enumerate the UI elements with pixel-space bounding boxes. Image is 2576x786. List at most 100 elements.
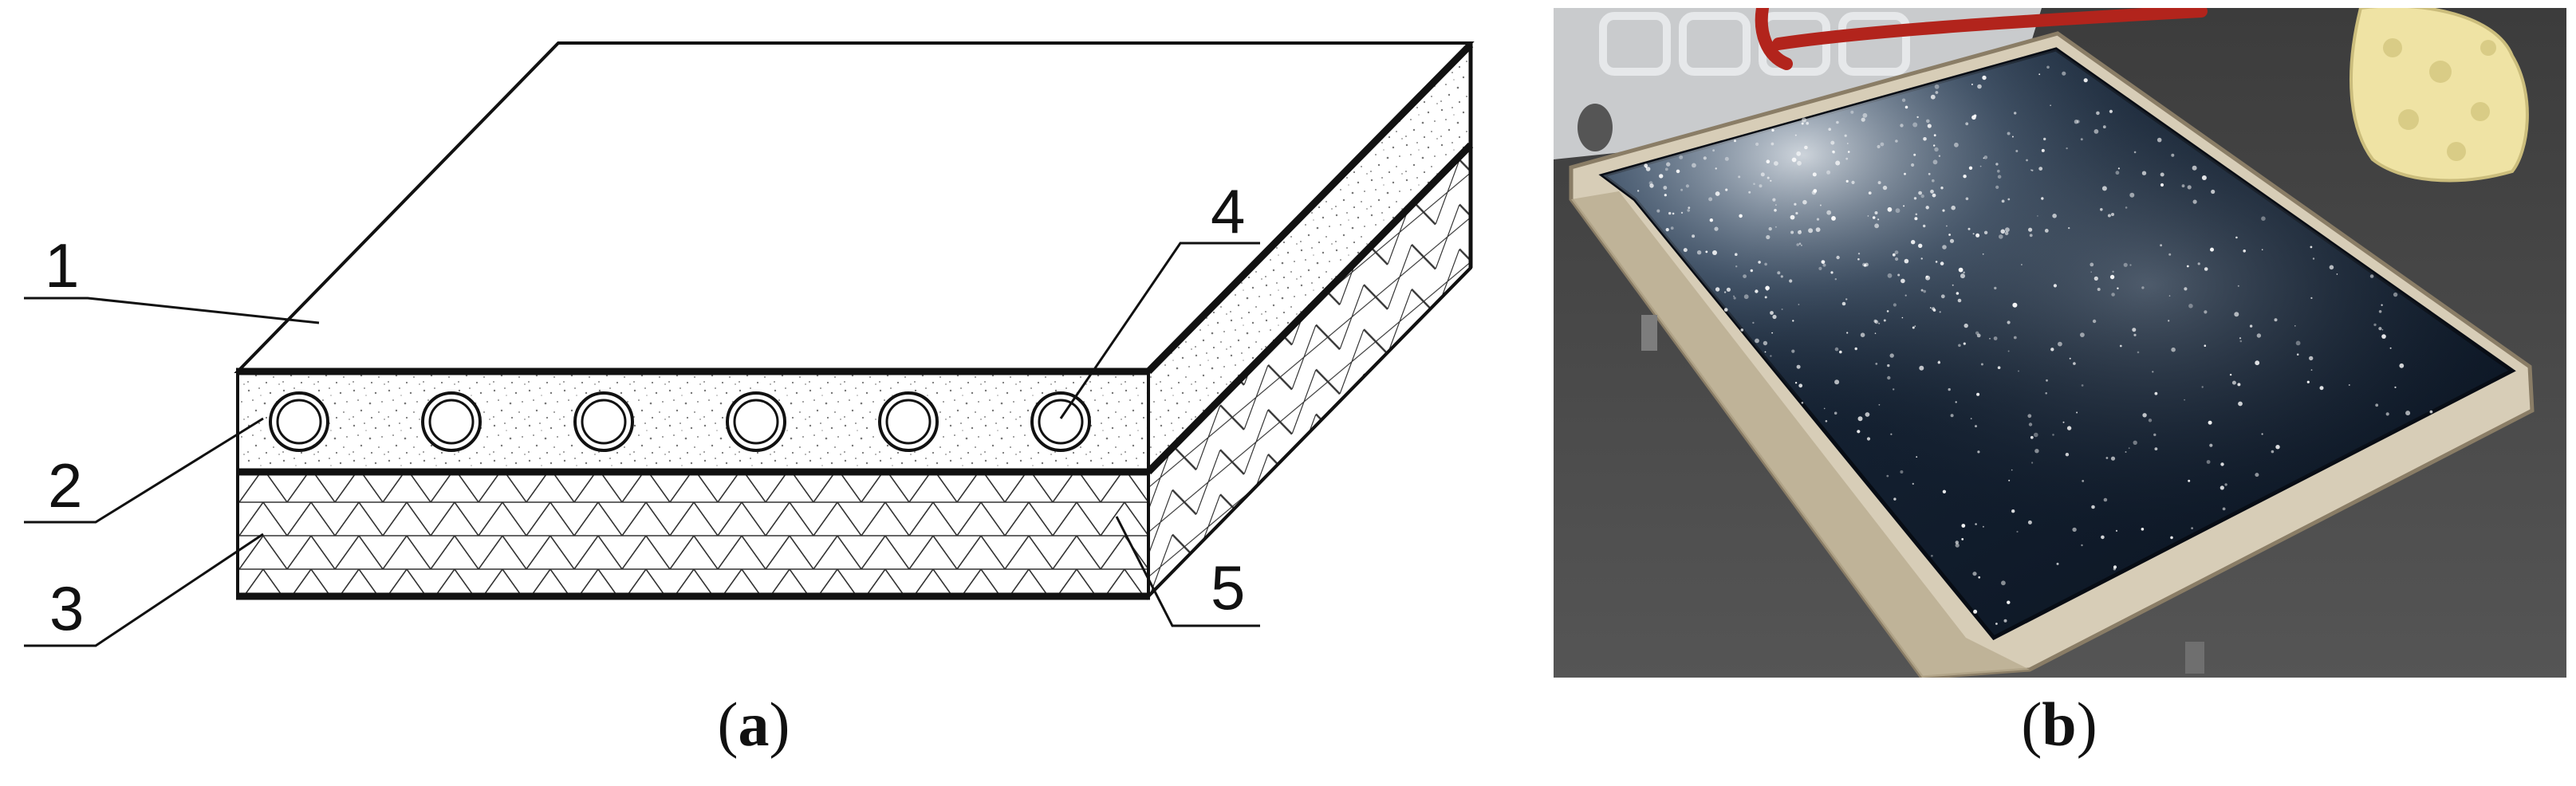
- sparkle: [1946, 225, 1948, 227]
- sparkle: [2394, 386, 2397, 388]
- sparkle: [1781, 309, 1783, 310]
- sparkle: [2201, 386, 2204, 388]
- sparkle: [1995, 185, 1999, 189]
- sparkle: [1703, 156, 1707, 160]
- sparkle: [2197, 262, 2200, 265]
- sparkle: [1938, 155, 1941, 157]
- sparkle: [1994, 286, 1997, 290]
- sparkle: [1712, 250, 1717, 255]
- sparkle: [2090, 271, 2092, 273]
- sparkle: [1995, 623, 1998, 625]
- sparkle: [2405, 411, 2411, 416]
- sparkle: [1857, 430, 1861, 434]
- sparkle: [1963, 342, 1966, 345]
- sparkle: [2204, 310, 2208, 314]
- sparkle: [1937, 361, 1940, 364]
- sparkle: [1775, 204, 1777, 206]
- sparkle: [1940, 294, 1945, 299]
- sparkle: [1794, 134, 1797, 136]
- sparkle: [2261, 433, 2263, 435]
- sparkle: [2256, 333, 2262, 338]
- caption-a-letter: a: [739, 690, 770, 759]
- sparkle: [2336, 273, 2338, 275]
- sparkle: [2101, 535, 2105, 540]
- sparkle: [1666, 162, 1671, 167]
- sparkle: [1758, 261, 1761, 264]
- sparkle: [2030, 169, 2032, 171]
- sparkle: [2148, 419, 2153, 422]
- sparkle: [1764, 351, 1767, 353]
- sparkle: [1976, 333, 1981, 338]
- sparkle: [2052, 214, 2057, 218]
- sparkle: [2186, 265, 2189, 268]
- sparkle: [1975, 425, 1977, 428]
- sparkle: [1892, 253, 1896, 257]
- sparkle: [2005, 227, 2010, 233]
- sparkle: [1875, 363, 1878, 365]
- sparkle: [2028, 227, 2033, 232]
- sparkle: [2031, 169, 2034, 171]
- sparkle: [2192, 165, 2197, 171]
- caption-b: (b): [2021, 690, 2097, 759]
- sparkle: [1834, 278, 1837, 281]
- sparkle: [1774, 161, 1778, 166]
- sparkle: [2128, 447, 2130, 450]
- sparkle: [1798, 304, 1800, 305]
- label-1: 1: [45, 230, 79, 301]
- sparkle: [2052, 434, 2054, 436]
- sparkle: [2004, 231, 2009, 236]
- sparkle: [1734, 140, 1736, 143]
- sparkle: [2310, 297, 2313, 299]
- sparkle: [1823, 407, 1826, 410]
- sparkle: [1812, 172, 1817, 177]
- sparkle: [1975, 523, 1977, 525]
- sparkle: [2188, 304, 2193, 309]
- sparkle: [2399, 363, 2405, 368]
- sparkle: [1709, 218, 1713, 222]
- leader-1: [24, 297, 320, 324]
- leader-5: [1115, 516, 1260, 627]
- sparkle: [1794, 382, 1798, 384]
- sparkle: [1748, 191, 1751, 194]
- sparkle: [1715, 167, 1717, 170]
- sparkle: [1919, 365, 1924, 371]
- sparkle: [1886, 310, 1889, 312]
- sparkle: [1763, 340, 1768, 346]
- sparkle: [1878, 403, 1881, 406]
- sparkle: [1836, 255, 1840, 260]
- sparkle: [1772, 198, 1776, 202]
- sparkle: [2170, 536, 2173, 540]
- sparkle: [2062, 421, 2065, 423]
- sparkle: [2074, 120, 2079, 124]
- sparkle: [1791, 157, 1797, 163]
- sparkle: [1770, 311, 1774, 315]
- sparkle: [2375, 403, 2379, 407]
- sparkle: [2096, 111, 2100, 116]
- sparkle: [1934, 147, 1939, 152]
- sparkle: [2243, 250, 2246, 253]
- front-layer-2: [236, 370, 1150, 474]
- panel-a-diagram: 1 2 3 4 5 (a): [24, 41, 1475, 759]
- sparkle: [1664, 167, 1668, 171]
- sparkle: [2235, 236, 2238, 239]
- sparkle: [1965, 197, 1969, 201]
- sparkle: [1770, 355, 1772, 357]
- sparkle: [1845, 157, 1849, 160]
- sparkle: [1916, 116, 1919, 119]
- sparkle: [1925, 275, 1931, 281]
- sparkle: [2133, 333, 2137, 336]
- sparkle: [1874, 332, 1877, 335]
- sparkle: [1767, 176, 1770, 179]
- sparkle: [1912, 326, 1915, 329]
- sparkle: [1792, 320, 1794, 322]
- sparkle: [1982, 525, 1984, 528]
- sparkle: [1995, 163, 1999, 166]
- sparkle: [1828, 128, 1831, 131]
- sparkle: [1920, 257, 1923, 260]
- sparkle: [2080, 138, 2083, 141]
- sparkle: [1916, 456, 1918, 458]
- sparkle: [1739, 214, 1743, 218]
- sparkle: [1964, 323, 1968, 328]
- sparkle: [2184, 399, 2186, 401]
